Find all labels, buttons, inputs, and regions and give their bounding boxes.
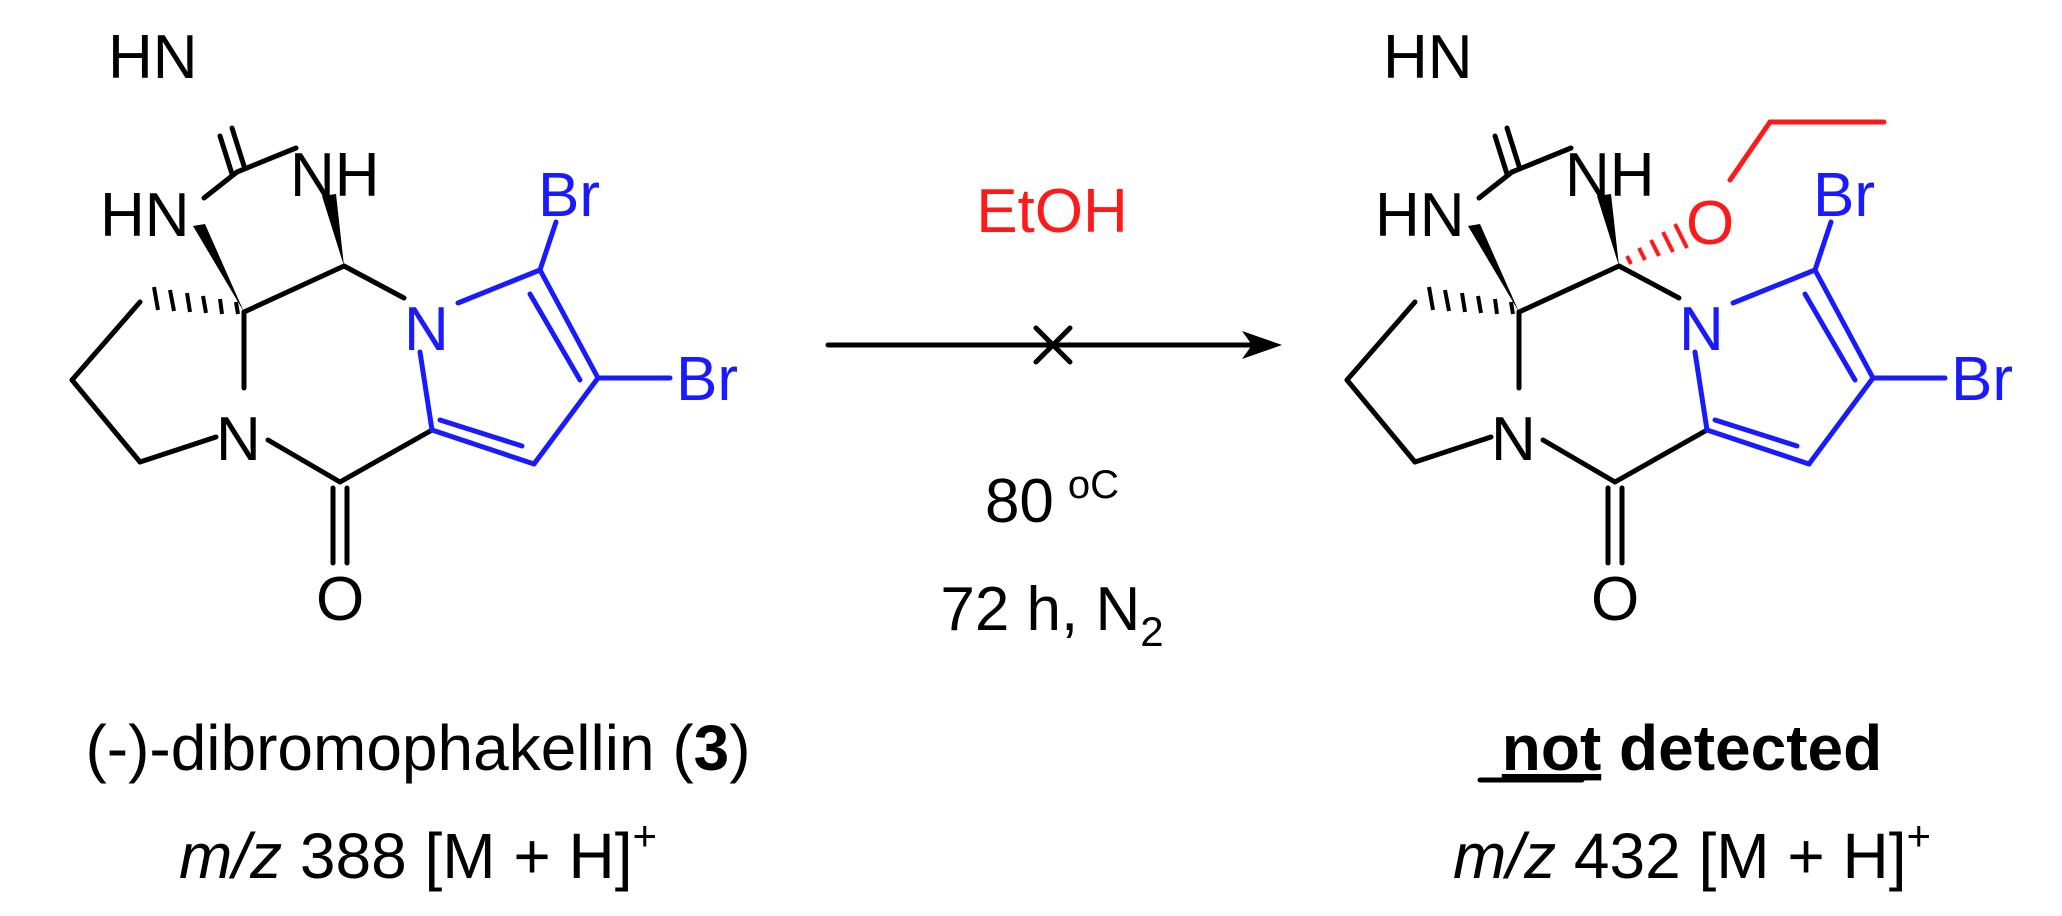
- atom-N-amide: N: [1491, 405, 1536, 474]
- hash-bond-spiro-ring: [1427, 286, 1515, 315]
- bond-C-N: [1692, 349, 1710, 433]
- wedge-bond-spiro: [193, 224, 244, 312]
- atom-Br-right: Br: [676, 345, 738, 414]
- bond-guan-NH: [234, 145, 299, 175]
- bond-guan-HN: [201, 169, 240, 201]
- bond-CH-C: [1806, 375, 1876, 467]
- bond-ch2-N: [137, 434, 219, 465]
- bond-C-HN-imine: [1492, 133, 1510, 177]
- product-structure: HN NH HN N O O N Br Br: [1344, 23, 2013, 634]
- atom-Br-right: Br: [1951, 345, 2013, 414]
- bond-ring-ch2-1: [69, 299, 143, 383]
- bond-N-CO: [265, 437, 343, 485]
- right-mz: m/z 432 [M + H]+: [1453, 812, 1931, 892]
- bond-C-Br1: [537, 219, 559, 273]
- bond-C-N: [417, 349, 435, 433]
- bond-C=C: [537, 267, 601, 381]
- compound-name: (-)-dibromophakellin (3): [85, 712, 750, 784]
- hash-bond-ethoxy: [1625, 223, 1689, 265]
- atom-NH: NH: [290, 141, 380, 210]
- bond-C=C: [1812, 267, 1876, 381]
- bond-C=C-2-inner: [1712, 417, 1800, 449]
- bond-ch2-N: [1412, 434, 1494, 465]
- status-label: not detected: [1502, 712, 1882, 784]
- starting-material-structure: HN NH HN N O N Br Br: [69, 23, 738, 634]
- atom-HN: HN: [1375, 181, 1465, 250]
- bond-O-CH2: [1727, 119, 1773, 183]
- bond-C=C-inner: [527, 291, 583, 383]
- wedge-bond-CH-NH: [1597, 194, 1619, 266]
- cross-mark-b: [1033, 325, 1073, 365]
- bond-CH-C: [531, 375, 601, 467]
- bond-ring-ch2-2: [69, 377, 143, 465]
- atom-N-amide: N: [216, 405, 261, 474]
- wedge-bond-CH-NH: [322, 194, 344, 266]
- bond-C=C-2-inner: [437, 417, 525, 449]
- atom-Br-top: Br: [1813, 161, 1875, 230]
- atom-HN-imine: HN: [1383, 23, 1473, 92]
- atom-N-pyrrole: N: [1679, 295, 1724, 364]
- bond-C=C-inner: [1802, 291, 1858, 383]
- bond-CO-ring: [337, 427, 435, 485]
- atom-NH: NH: [1565, 141, 1655, 210]
- bond-N-CO: [1540, 437, 1618, 485]
- atom-HN-imine: HN: [108, 23, 198, 92]
- wedge-bond-spiro: [1468, 224, 1519, 312]
- bond-CH-N: [341, 263, 407, 301]
- right-caption: not detected m/z 432 [M + H]+: [1453, 712, 1931, 892]
- atom-O-ethoxy: O: [1686, 189, 1734, 258]
- time-atmosphere-label: 72 h, N2: [940, 575, 1163, 655]
- atom-O: O: [316, 565, 364, 634]
- bond-N-Br-C: [455, 267, 543, 306]
- left-caption: (-)-dibromophakellin (3) m/z 388 [M + H]…: [85, 712, 750, 892]
- bond-C-HN-imine-2: [1504, 125, 1522, 169]
- bond-N-Br-C: [1730, 267, 1818, 306]
- bond-C=C-2: [1704, 427, 1812, 467]
- bond-ring-ch2-2: [1344, 377, 1418, 465]
- bond-ring-ch2-1: [1344, 299, 1418, 383]
- bond-spiro-CH: [241, 263, 347, 315]
- bond-spiro-CH: [1516, 263, 1622, 315]
- atom-N-pyrrole: N: [404, 295, 449, 364]
- bond-guan-NH: [1509, 145, 1574, 175]
- bond-CO-ring: [1612, 427, 1710, 485]
- atom-Br-top: Br: [538, 161, 600, 230]
- bond-C-HN-imine: [217, 133, 235, 177]
- bond-CH-N: [1616, 263, 1682, 301]
- left-mz: m/z 388 [M + H]+: [179, 812, 657, 892]
- bond-C-HN-imine-2: [229, 125, 247, 169]
- atom-O: O: [1591, 565, 1639, 634]
- bond-C=C-2: [429, 427, 537, 467]
- hash-bond-spiro-ring: [152, 286, 240, 315]
- reagent-label: EtOH: [976, 177, 1128, 246]
- bond-guan-HN: [1476, 169, 1515, 201]
- arrowhead: [1242, 331, 1282, 359]
- atom-HN: HN: [100, 181, 190, 250]
- bond-C-Br1: [1812, 219, 1834, 273]
